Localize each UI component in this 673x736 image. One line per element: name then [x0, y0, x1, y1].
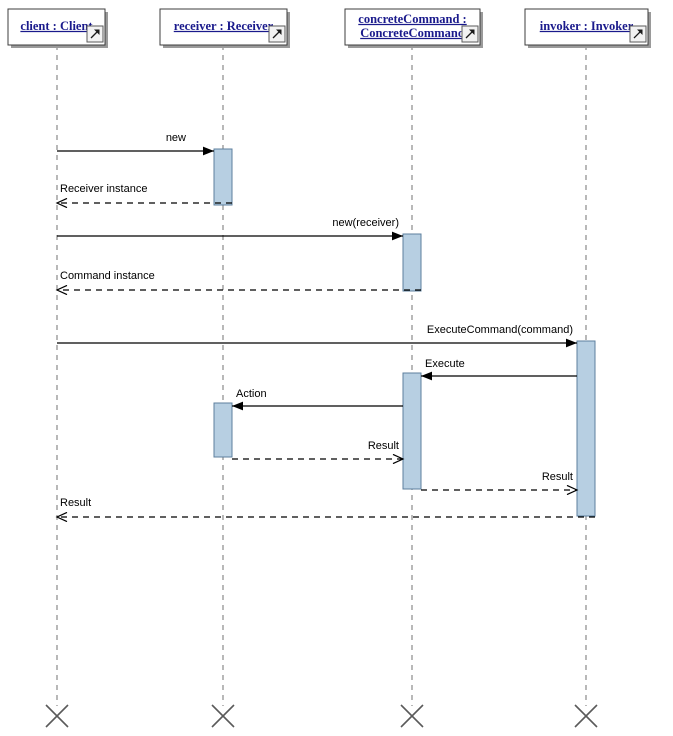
destroy-concreteCommand-marker [400, 704, 424, 728]
lifeline-name-text: client : Client [20, 19, 93, 33]
message-label: Execute [425, 358, 465, 370]
header-box[interactable] [344, 8, 481, 46]
open-navigate-icon-head [637, 29, 643, 35]
message-label: new [166, 132, 186, 144]
lifeline-header-concreteCommand[interactable]: concreteCommand :ConcreteCommand [344, 8, 483, 48]
message-label: Result [60, 497, 91, 509]
lifeline-header-receiver[interactable]: receiver : Receiver [159, 8, 290, 48]
header-box[interactable] [524, 8, 649, 46]
destruction-x-icon [45, 704, 69, 728]
activation-bar-receiver[interactable] [213, 402, 233, 458]
message-msg-new[interactable]: new [57, 132, 214, 156]
destroy-invoker-marker [574, 704, 598, 728]
open-navigate-icon-head [94, 29, 100, 35]
message-msg-command-instance[interactable]: Command instance [57, 270, 421, 290]
header-box[interactable] [159, 8, 288, 46]
open-navigate-icon[interactable] [461, 25, 479, 43]
destruction-x-icon [400, 704, 424, 728]
lifeline-header-invoker[interactable]: invoker : Invoker [524, 8, 651, 48]
message-label: ExecuteCommand(command) [427, 324, 573, 336]
message-label: Result [368, 440, 399, 452]
message-msg-execute-command[interactable]: ExecuteCommand(command) [57, 324, 577, 348]
message-msg-action[interactable]: Action [232, 388, 403, 411]
open-navigate-icon-head [469, 29, 475, 35]
open-navigate-icon[interactable] [268, 25, 286, 43]
lifeline-name-text: concreteCommand : [358, 12, 466, 26]
lifeline-name-text: receiver : Receiver [174, 19, 274, 33]
message-label: Receiver instance [60, 183, 147, 195]
activation-bar-invoker[interactable] [576, 340, 596, 517]
message-msg-result-receiver[interactable]: Result [232, 440, 403, 459]
open-navigate-icon-head [276, 29, 282, 35]
message-msg-new-receiver[interactable]: new(receiver) [57, 217, 403, 241]
destruction-markers-layer [45, 704, 598, 728]
activation-bar-receiver[interactable] [213, 148, 233, 206]
message-label: Action [236, 388, 267, 400]
activation-bar-concreteCommand[interactable] [402, 372, 422, 490]
message-msg-result-client[interactable]: Result [57, 497, 595, 517]
open-navigate-icon[interactable] [629, 25, 647, 43]
open-navigate-icon[interactable] [86, 25, 104, 43]
destroy-receiver-marker [211, 704, 235, 728]
activation-bar-concreteCommand[interactable] [402, 233, 422, 292]
message-label: new(receiver) [332, 217, 399, 229]
message-msg-receiver-instance[interactable]: Receiver instance [57, 183, 232, 203]
lifeline-header-client[interactable]: client : Client [7, 8, 108, 48]
destruction-x-icon [574, 704, 598, 728]
destroy-client-marker [45, 704, 69, 728]
activations-layer [213, 148, 596, 517]
message-msg-result-command[interactable]: Result [421, 471, 577, 490]
message-msg-execute[interactable]: Execute [421, 358, 577, 381]
destruction-x-icon [211, 704, 235, 728]
lifeline-name-text: invoker : Invoker [540, 19, 634, 33]
lifeline-name-text: ConcreteCommand [360, 26, 465, 40]
message-label: Result [542, 471, 573, 483]
lifeline-headers-layer: client : Client receiver : Receiver concre… [7, 8, 651, 48]
message-label: Command instance [60, 270, 155, 282]
